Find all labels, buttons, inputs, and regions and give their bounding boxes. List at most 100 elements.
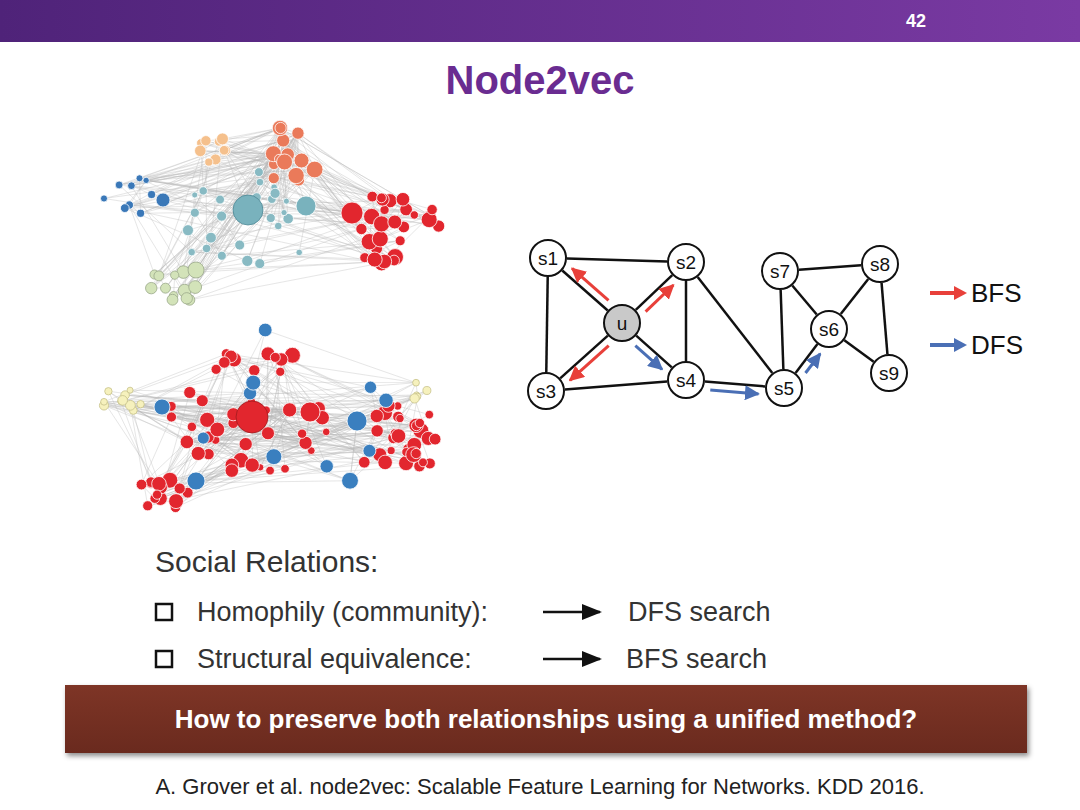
- network-dot: [396, 192, 410, 206]
- legend-text: BFS: [971, 278, 1022, 309]
- network-dot: [406, 447, 422, 463]
- network-link: [283, 140, 381, 197]
- network-link: [202, 330, 266, 454]
- network-link: [123, 400, 268, 433]
- network-link: [176, 398, 415, 507]
- network-link: [155, 443, 306, 499]
- section-heading: Social Relations:: [155, 545, 378, 579]
- graph-vertex: s7: [761, 252, 799, 290]
- network-link: [159, 155, 288, 276]
- network-dot: [187, 472, 205, 490]
- graph-edge: [792, 286, 816, 315]
- network-dot: [256, 178, 264, 186]
- graph-edge: [562, 271, 607, 311]
- network-link: [188, 460, 241, 492]
- network-link: [160, 416, 376, 499]
- network-link: [104, 198, 195, 212]
- slide-title: Node2vec: [0, 58, 1080, 103]
- network-link: [121, 401, 151, 483]
- network-dot: [239, 437, 252, 450]
- network-dot: [188, 248, 196, 256]
- vertex-label: u: [617, 314, 628, 333]
- graph-vertex: s2: [667, 243, 705, 281]
- network-link: [131, 140, 283, 185]
- network-dot: [210, 422, 225, 437]
- network-link: [190, 261, 395, 300]
- network-dot: [292, 127, 304, 139]
- network-dot: [205, 158, 213, 166]
- network-dot: [372, 231, 388, 247]
- legend-arrow: [928, 283, 968, 303]
- network-dot: [283, 198, 289, 204]
- network-dot: [379, 393, 393, 407]
- network-link: [298, 133, 390, 201]
- network-link: [273, 154, 381, 264]
- network-dot: [137, 400, 144, 407]
- network-dot: [410, 211, 418, 219]
- network-link: [196, 140, 283, 270]
- relation-name: Homophily (community):: [197, 597, 488, 628]
- network-dot: [387, 447, 395, 455]
- network-link: [224, 150, 361, 229]
- network-link: [203, 191, 275, 193]
- network-link: [195, 140, 283, 287]
- network-link: [231, 356, 306, 442]
- network-link: [222, 140, 283, 255]
- network-dot: [105, 388, 112, 395]
- network-link: [174, 154, 274, 296]
- network-dot: [270, 188, 280, 198]
- network-link: [226, 354, 386, 401]
- network-dot: [195, 145, 207, 157]
- network-dot: [411, 448, 421, 458]
- vertex-label: s5: [774, 379, 794, 398]
- graph-edge: [841, 279, 869, 314]
- network-dot: [202, 244, 211, 253]
- network-dot: [356, 223, 367, 234]
- network-dot: [393, 411, 404, 422]
- network-dot: [396, 414, 404, 422]
- legend-arrow: [928, 335, 968, 355]
- network-dot: [216, 195, 225, 204]
- relation-name: Structural equivalence:: [197, 644, 472, 675]
- network-link: [187, 128, 281, 298]
- network-dot: [413, 379, 420, 386]
- network-dot: [166, 412, 176, 422]
- network-dot: [380, 205, 389, 214]
- network-dot: [190, 208, 199, 217]
- graph-vertex: s6: [810, 310, 848, 348]
- graph-edge: [781, 290, 784, 369]
- network-dot: [288, 167, 304, 183]
- network-link: [187, 362, 224, 441]
- network-dot: [187, 422, 196, 431]
- header-bar: [0, 0, 1080, 42]
- network-dot: [255, 259, 265, 269]
- network-link: [280, 128, 395, 257]
- network-dot: [118, 396, 128, 406]
- network-dot: [192, 192, 198, 198]
- network-link: [185, 133, 298, 290]
- vertex-label: s7: [770, 262, 790, 281]
- network-dot: [296, 196, 316, 216]
- network-link: [192, 252, 375, 259]
- network-link: [280, 128, 382, 264]
- network-dot: [306, 161, 323, 178]
- network-dot: [196, 395, 208, 407]
- network-link: [275, 357, 364, 462]
- walk-arrow: [806, 354, 821, 373]
- network-dot: [378, 455, 393, 470]
- network-link: [283, 140, 395, 256]
- network-link: [298, 133, 395, 257]
- network-dot: [233, 195, 263, 225]
- network-link: [306, 391, 427, 443]
- network-dot: [181, 293, 192, 304]
- vertex-label: s8: [870, 255, 890, 274]
- network-link: [306, 383, 416, 443]
- network-dot: [100, 195, 107, 202]
- graph-vertex: s1: [529, 239, 567, 277]
- network-dot: [154, 271, 164, 281]
- network-link: [216, 440, 306, 443]
- network-dot: [235, 240, 245, 250]
- network-dot: [219, 145, 229, 155]
- network-link: [133, 360, 234, 411]
- network-link: [104, 402, 187, 442]
